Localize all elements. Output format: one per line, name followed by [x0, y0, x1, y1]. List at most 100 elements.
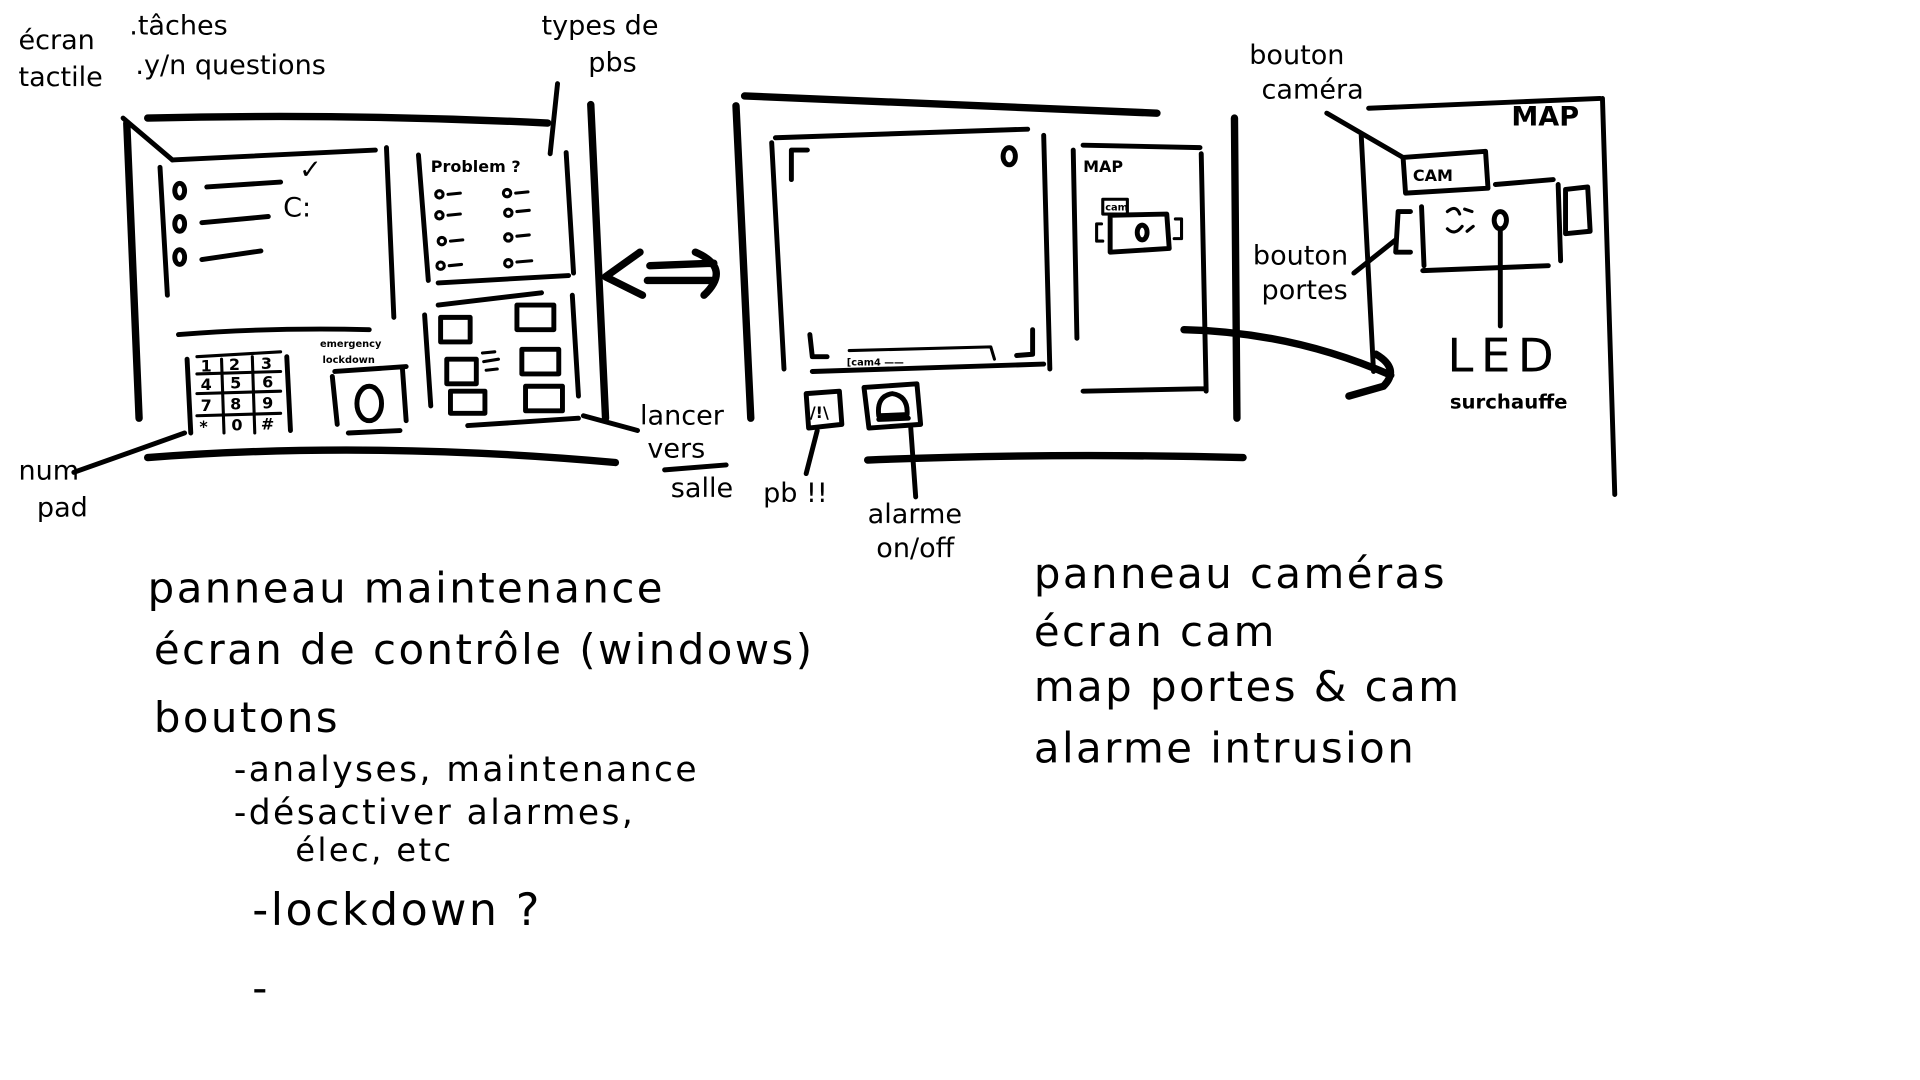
svg-text:panneau caméras: panneau caméras: [1034, 549, 1447, 598]
svg-text:pb !!: pb !!: [763, 478, 828, 509]
panel-bottom-edge: [144, 446, 620, 467]
numpad-key[interactable]: *: [199, 417, 208, 436]
double-arrow-icon: [601, 248, 720, 299]
emergency-lockdown: emergency lockdown: [320, 339, 409, 436]
svg-text:on/off: on/off: [876, 533, 955, 564]
problem-alert-button[interactable]: /!\: [803, 388, 845, 431]
numpad-key[interactable]: 5: [230, 374, 241, 393]
svg-text:élec, etc: élec, etc: [295, 831, 453, 869]
annotation-pb: pb !!: [763, 428, 828, 509]
task-radio[interactable]: [172, 180, 188, 201]
annotation-ecran-tactile: écran tactile .tâches .y/n questions: [18, 10, 326, 163]
lockdown-button[interactable]: [354, 383, 384, 424]
svg-text:types de: types de: [542, 10, 659, 41]
numpad-key[interactable]: 2: [229, 355, 240, 374]
action-button[interactable]: [448, 388, 488, 416]
panel-right-edge: [587, 100, 610, 422]
annotation-bouton-portes: bouton portes: [1253, 237, 1399, 306]
svg-text:bouton: bouton: [1249, 40, 1344, 71]
led-indicator: [1491, 209, 1509, 232]
panel-top-edge: [144, 112, 552, 127]
svg-text:LED: LED: [1447, 329, 1561, 383]
numpad-key[interactable]: 7: [201, 396, 212, 415]
svg-text:CAM: CAM: [1413, 166, 1453, 185]
svg-text:surchauffe: surchauffe: [1450, 390, 1568, 413]
door-button[interactable]: [1563, 184, 1593, 237]
svg-text:num: num: [18, 456, 79, 487]
annotation-bouton-camera: bouton caméra: [1249, 40, 1406, 160]
svg-text:panneau maintenance: panneau maintenance: [148, 564, 665, 613]
svg-text:écran cam: écran cam: [1034, 607, 1277, 656]
svg-text:map portes & cam: map portes & cam: [1034, 662, 1462, 711]
svg-text:lockdown: lockdown: [322, 355, 374, 366]
task-radio[interactable]: [172, 247, 188, 267]
bottom-divider: [176, 326, 372, 338]
scribble: [480, 350, 501, 372]
action-button[interactable]: [438, 314, 473, 345]
check-mark-icon: ✓: [299, 154, 322, 185]
svg-text:caméra: caméra: [1262, 74, 1364, 105]
action-button[interactable]: [523, 383, 565, 414]
annotation-alarme: alarme on/off: [868, 425, 962, 564]
annotation-types-de-pbs: types de pbs: [542, 10, 659, 157]
svg-text:écran de contrôle (windows): écran de contrôle (windows): [154, 625, 815, 674]
task-radio[interactable]: [172, 214, 188, 234]
svg-text:emergency: emergency: [320, 339, 382, 350]
camera-screen[interactable]: [cam4 ——: [769, 126, 1053, 374]
numpad-key[interactable]: 9: [262, 393, 273, 412]
door-button[interactable]: [1393, 209, 1413, 255]
svg-text:portes: portes: [1262, 275, 1348, 306]
svg-text:boutons: boutons: [154, 693, 340, 742]
mini-map[interactable]: MAP cam: [1070, 142, 1209, 394]
numpad-key[interactable]: 1: [201, 356, 212, 375]
svg-text:bouton: bouton: [1253, 240, 1348, 271]
map-detail: MAP CAM bouton caméra bouton portes LED …: [1249, 40, 1618, 497]
warning-icon: /!\: [810, 403, 829, 422]
svg-text:alarme: alarme: [868, 499, 962, 530]
svg-text:-lockdown ?: -lockdown ?: [252, 885, 542, 936]
annotation-num-pad: num pad: [18, 430, 188, 524]
numpad-key[interactable]: 4: [201, 375, 212, 394]
numpad-key[interactable]: 3: [261, 354, 272, 373]
alarm-bell-icon: [875, 391, 911, 422]
numpad-key[interactable]: 0: [231, 416, 242, 435]
svg-text:-: -: [252, 964, 270, 1013]
action-button[interactable]: [444, 356, 479, 387]
room-outline: [1419, 177, 1564, 274]
zoom-arrow-icon: [1180, 325, 1395, 400]
problem-types-box: Problem ?: [416, 150, 576, 286]
action-button[interactable]: [514, 302, 557, 333]
annotation-led: LED surchauffe: [1447, 228, 1568, 413]
map-title: MAP: [1083, 157, 1123, 176]
task-screen[interactable]: ✓ C:: [157, 145, 397, 320]
svg-text:alarme intrusion: alarme intrusion: [1034, 724, 1416, 773]
svg-text:.y/n questions: .y/n questions: [135, 50, 325, 81]
svg-text:pbs: pbs: [588, 47, 636, 78]
problem-options[interactable]: [434, 187, 534, 271]
svg-text:cam: cam: [1105, 202, 1128, 213]
svg-text:tactile: tactile: [18, 62, 102, 93]
action-button[interactable]: [519, 346, 562, 377]
alarm-toggle-button[interactable]: [861, 381, 924, 431]
camera-panel: [cam4 —— MAP cam /!\ pb !! alarme on/off: [732, 92, 1247, 564]
numpad-key[interactable]: #: [261, 414, 274, 433]
camera-icon: [1445, 206, 1475, 234]
numpad: 1 2 3 4 5 6 7 8 9 * 0 #: [184, 350, 293, 436]
svg-text:-analyses, maintenance: -analyses, maintenance: [234, 750, 699, 790]
svg-text:pad: pad: [37, 493, 88, 524]
numpad-key[interactable]: 8: [230, 395, 241, 414]
svg-text:salle: salle: [671, 473, 733, 504]
maintenance-panel: ✓ C: Problem ?: [18, 10, 733, 523]
notes-left: panneau maintenance écran de contrôle (w…: [148, 564, 815, 1013]
action-buttons-box: [422, 290, 581, 429]
svg-text:.tâches: .tâches: [129, 10, 228, 41]
numpad-key[interactable]: 6: [262, 372, 273, 391]
cam-button[interactable]: CAM: [1400, 148, 1491, 196]
annotation-lancer-vers-salle: lancer vers salle: [580, 400, 733, 504]
smiley-icon: C:: [283, 192, 311, 223]
problem-title: Problem ?: [431, 157, 521, 176]
svg-text:lancer: lancer: [640, 400, 725, 431]
notes-right: panneau caméras écran cam map portes & c…: [1034, 549, 1462, 773]
svg-text:vers: vers: [647, 434, 705, 465]
